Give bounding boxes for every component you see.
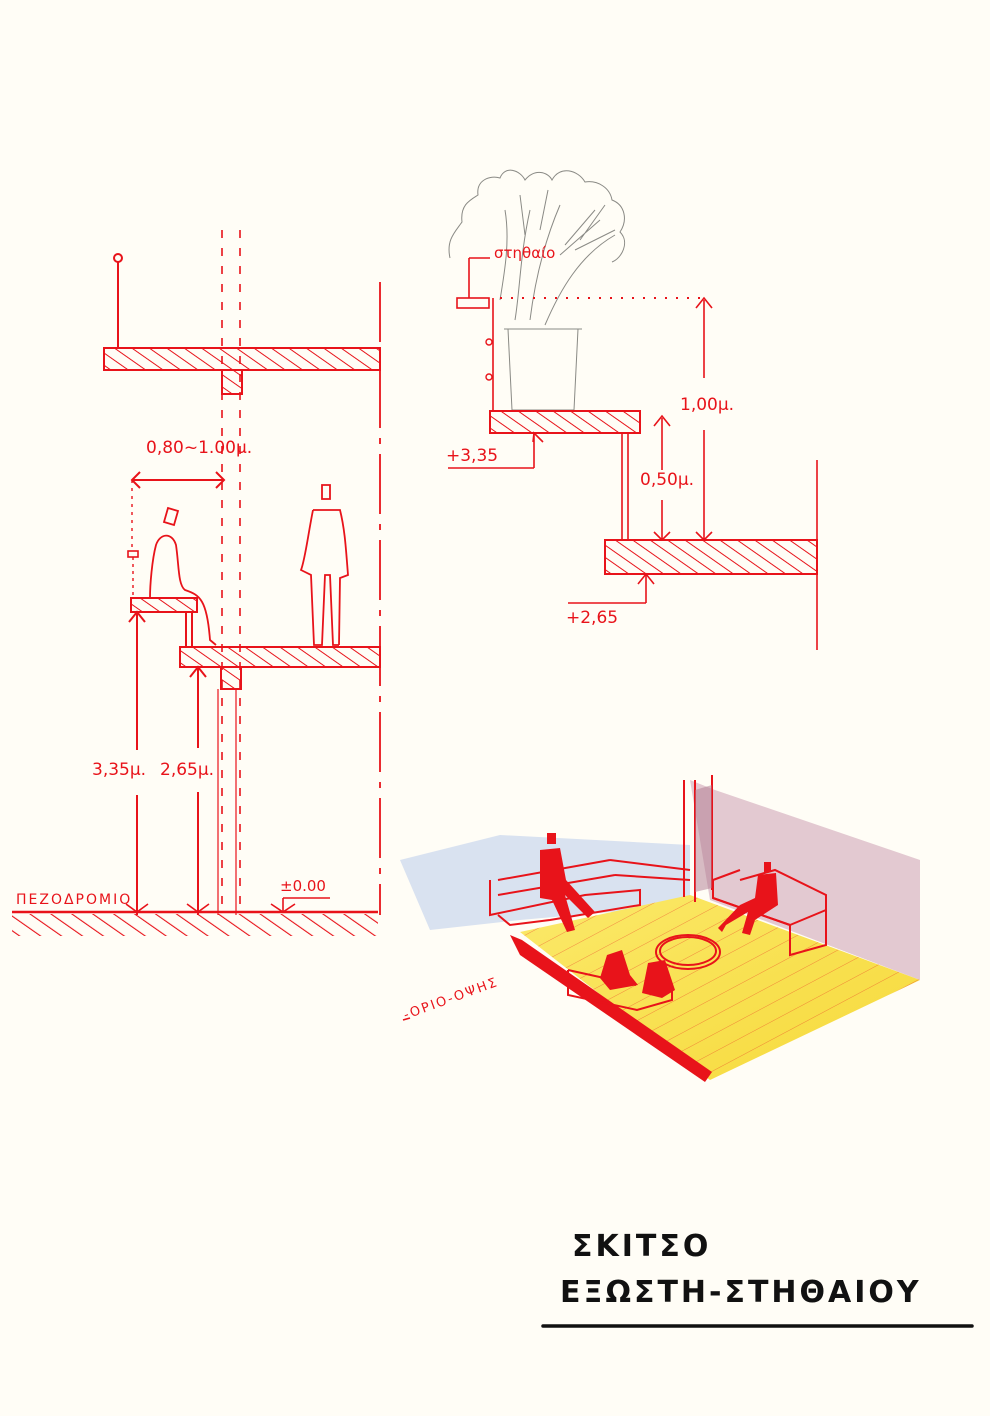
- title-line-2: ΕΞΩΣΤΗ-ΣΤΗΘΑΙΟΥ: [560, 1275, 922, 1310]
- upper-slab: [103, 347, 381, 371]
- people-figures: [540, 833, 778, 998]
- ground-hatch: [12, 914, 378, 936]
- dim-label-horizontal: 0,80~1.00μ.: [146, 438, 253, 458]
- right-section: [448, 169, 818, 650]
- level-upper-label: +3,35: [446, 446, 499, 466]
- left-section: [12, 230, 381, 936]
- sidewalk-label: ΠΕΖΟΔΡΟΜΙΟ: [16, 892, 133, 908]
- dim-label-height-335: 3,35μ.: [92, 760, 147, 780]
- lower-slab: [604, 539, 818, 575]
- dim-label-height-265: 2,65μ.: [160, 760, 215, 780]
- dim-label-step: 0,50μ.: [640, 470, 695, 490]
- title-line-1: ΣΚΙΤΣΟ: [572, 1229, 712, 1264]
- bench: [130, 597, 198, 613]
- balcony-beam: [220, 666, 242, 690]
- level-lower-label: +2,65: [566, 608, 619, 628]
- balcony-slab: [179, 646, 381, 668]
- upper-beam: [221, 369, 243, 395]
- planter-label: στηθαίο: [494, 244, 556, 262]
- level-zero-label: ±0.00: [280, 877, 326, 895]
- plant-sketch: [448, 169, 625, 411]
- dim-label-total: 1,00μ.: [680, 395, 735, 415]
- planter-slab: [489, 410, 641, 434]
- perspective-sketch: [400, 775, 920, 1082]
